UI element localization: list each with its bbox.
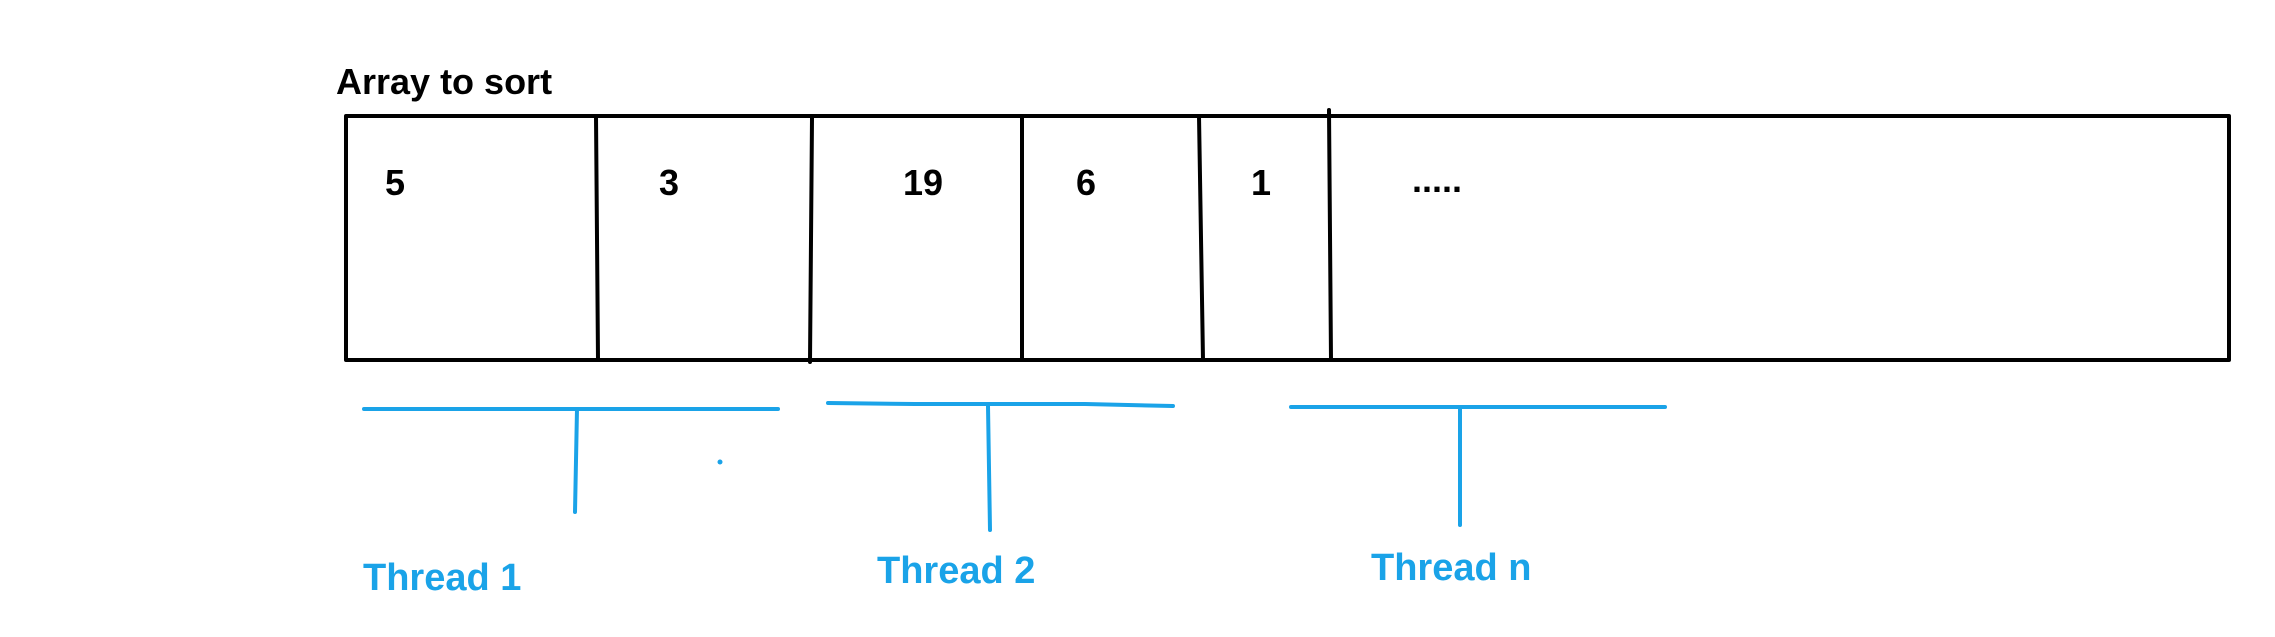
thread-1-bracket (362, 407, 780, 514)
thread-n-bracket (1289, 405, 1667, 527)
cell-divider (1197, 114, 1205, 362)
array-cell-value: 1 (1251, 162, 1271, 203)
array-cell-ellipsis: ..... (1412, 159, 1462, 200)
thread-n-label: Thread n (1371, 547, 1531, 589)
thread-1-label: Thread 1 (363, 557, 521, 599)
array-cell-value: 3 (659, 162, 679, 203)
cell-divider (594, 114, 600, 362)
array-cell-value: 6 (1076, 162, 1096, 203)
cell-divider (808, 116, 814, 364)
diagram-title: Array to sort (336, 61, 552, 102)
array-cell-value: 5 (385, 162, 405, 203)
array-outline (344, 114, 2231, 362)
cell-divider (1327, 108, 1333, 362)
thread-2-label: Thread 2 (877, 550, 1035, 592)
array-cell-value: 19 (903, 162, 943, 203)
thread-2-bracket (826, 401, 1175, 532)
